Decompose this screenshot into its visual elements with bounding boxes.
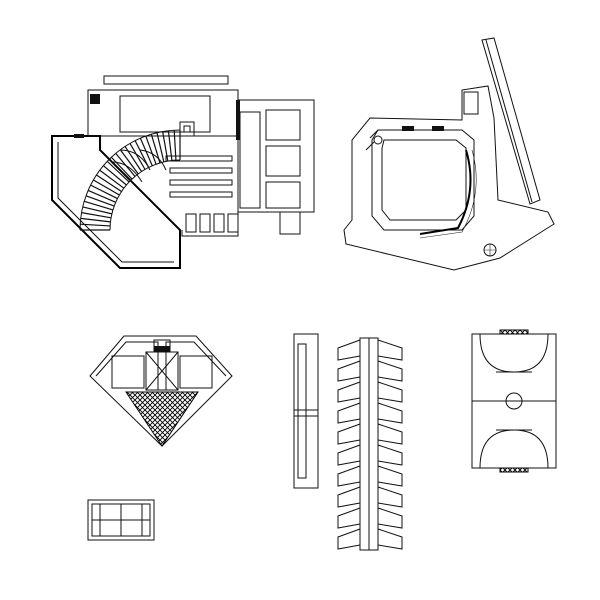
tower-unit-left: [337, 444, 361, 466]
stadium-site-plan: [343, 37, 555, 271]
seat-row: [90, 184, 118, 200]
tower-unit-left: [337, 528, 361, 550]
tower-unit-right: [377, 339, 403, 361]
seat-row: [93, 179, 120, 196]
tower-unit-left: [337, 507, 361, 529]
seat-row: [96, 174, 122, 193]
tower-unit-right: [377, 402, 403, 424]
seat-row: [99, 169, 125, 189]
seat-row: [82, 206, 113, 215]
tower-unit-left: [337, 339, 361, 361]
seat-row: [80, 217, 111, 223]
tennis-court-small: [87, 499, 155, 541]
tower-unit-right: [377, 423, 403, 445]
seat-row: [145, 135, 157, 165]
seat-row: [173, 130, 177, 161]
spine-tower-plan: [337, 337, 403, 551]
auditorium-floor-plan: [51, 75, 315, 269]
seat-row: [84, 200, 114, 211]
tower-unit-left: [337, 360, 361, 382]
seat-row: [129, 143, 146, 170]
tower-unit-right: [377, 486, 403, 508]
tower-unit-right: [377, 360, 403, 382]
diamond-plan: [89, 335, 233, 447]
seat-row: [139, 137, 153, 166]
tower-unit-left: [337, 423, 361, 445]
tower-unit-right: [377, 507, 403, 529]
seat-row: [85, 195, 115, 207]
tower-unit-left: [337, 486, 361, 508]
tower-unit-right: [377, 465, 403, 487]
handball-court: [471, 329, 557, 473]
tower-unit-left: [337, 465, 361, 487]
long-strip-plan: [293, 333, 319, 489]
seat-row: [110, 156, 133, 180]
tower-unit-left: [337, 381, 361, 403]
tower-unit-right: [377, 381, 403, 403]
seat-row: [103, 165, 127, 186]
seat-row: [81, 212, 112, 219]
seat-row: [119, 149, 139, 175]
tower-unit-right: [377, 444, 403, 466]
seat-row: [156, 132, 165, 163]
seat-row: [80, 223, 111, 227]
seat-row: [87, 189, 116, 203]
seat-row: [106, 160, 130, 183]
tower-unit-left: [337, 402, 361, 424]
tower-unit-right: [377, 528, 403, 550]
